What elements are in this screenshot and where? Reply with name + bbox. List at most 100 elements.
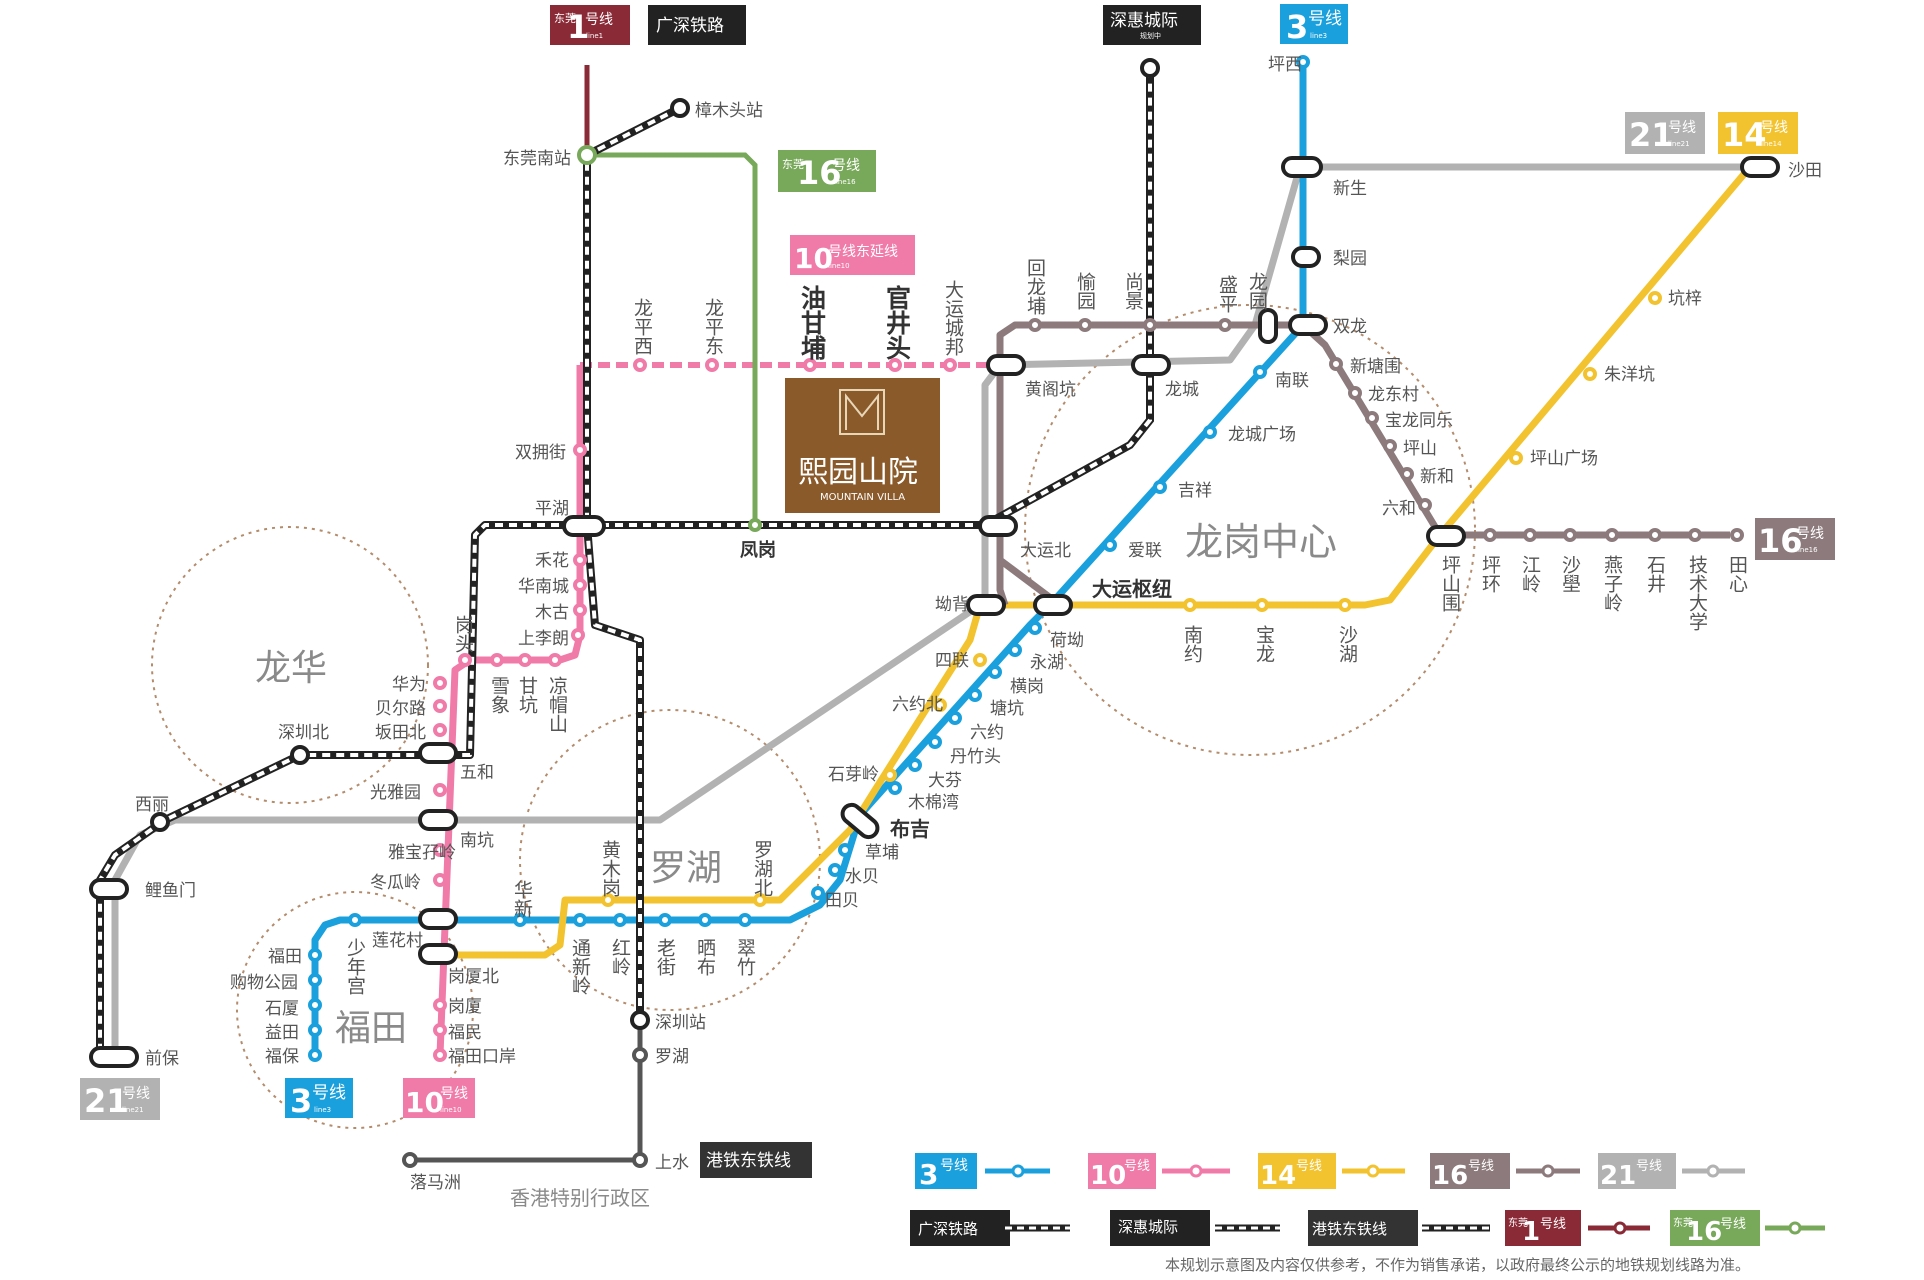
rail-shenhui-end[interactable]	[1140, 58, 1160, 78]
ic-gangxiabei[interactable]	[418, 943, 458, 965]
dot-danzhutou[interactable]	[928, 735, 942, 749]
rail-dongguannan[interactable]	[577, 145, 597, 165]
dot-huawei[interactable]	[433, 676, 447, 690]
dot-baolong[interactable]	[1255, 598, 1269, 612]
dot-cuizhu[interactable]	[738, 913, 752, 927]
dot-jishudaxue[interactable]	[1688, 528, 1702, 542]
dot-fumin[interactable]	[433, 1023, 447, 1037]
rail-luohu[interactable]	[632, 1047, 648, 1063]
dot-shengping[interactable]	[1218, 318, 1232, 332]
dot-silian[interactable]	[973, 653, 987, 667]
dot-longchengguangchang[interactable]	[1203, 425, 1217, 439]
dot-luohubei[interactable]	[753, 893, 767, 907]
dot-tongxinling[interactable]	[573, 913, 587, 927]
dot-yuyuan[interactable]	[1078, 318, 1092, 332]
dot-shaibu[interactable]	[698, 913, 712, 927]
dot-xuexiang[interactable]	[490, 653, 504, 667]
dot-dafen[interactable]	[908, 758, 922, 772]
ic-dayunbei[interactable]	[978, 515, 1018, 537]
dot-longdongcun[interactable]	[1348, 386, 1362, 400]
dot-beiersi[interactable]	[433, 699, 447, 713]
rail-shenzhenzhan[interactable]	[630, 1010, 650, 1030]
dot-youganpu[interactable]	[803, 358, 817, 372]
dot-gouwugongyuan[interactable]	[308, 973, 322, 987]
dot-huanancheng[interactable]	[573, 578, 587, 592]
dot-shaoniangong[interactable]	[348, 913, 362, 927]
dot-tianbei[interactable]	[811, 886, 825, 900]
ic-pingshanwei[interactable]	[1426, 525, 1466, 547]
dot-bantianbei[interactable]	[433, 723, 447, 737]
dot-liuyuebei[interactable]	[933, 698, 947, 712]
dot-shahu[interactable]	[1338, 598, 1352, 612]
dot-longpingdong[interactable]	[705, 358, 719, 372]
dot-mugu[interactable]	[573, 603, 587, 617]
dot-huaxin[interactable]	[513, 913, 527, 927]
dot-xintangwei[interactable]	[1329, 357, 1343, 371]
dot-fenggang[interactable]	[748, 518, 762, 532]
ic-wuhe[interactable]	[418, 742, 458, 764]
dot-pinghuan[interactable]	[1483, 528, 1497, 542]
dot-laojie[interactable]	[658, 913, 672, 927]
ic-qianbao[interactable]	[89, 1046, 139, 1068]
dot-nanlian[interactable]	[1253, 365, 1267, 379]
dot-zhuyangkeng[interactable]	[1583, 367, 1597, 381]
ic-shatian[interactable]	[1740, 156, 1780, 178]
dot-shiyaling[interactable]	[883, 768, 897, 782]
property-box[interactable]: 熙园山院 MOUNTAIN VILLA	[785, 378, 940, 513]
dot-liuhe[interactable]	[1418, 498, 1432, 512]
dot-liangmaoshan[interactable]	[548, 653, 562, 667]
dot-baolongtongle[interactable]	[1365, 411, 1379, 425]
rail-shenzhenbei[interactable]	[290, 745, 310, 765]
rail-zhangmutou[interactable]	[670, 98, 690, 118]
dot-gangxia[interactable]	[433, 998, 447, 1012]
dot-shuibei[interactable]	[828, 863, 842, 877]
dot-pingxi[interactable]	[1296, 55, 1310, 69]
rail-xili[interactable]	[150, 812, 170, 832]
dot-huilongpu[interactable]	[1028, 318, 1042, 332]
ic-longcheng[interactable]	[1131, 354, 1171, 376]
dot-caopu[interactable]	[838, 843, 852, 857]
dot-futiankouan[interactable]	[433, 1048, 447, 1062]
dot-yonghu[interactable]	[1008, 643, 1022, 657]
ic-pinghu[interactable]	[562, 515, 606, 537]
ic-aobei[interactable]	[966, 594, 1006, 616]
dot-hongling[interactable]	[613, 913, 627, 927]
dot-guanjingtou[interactable]	[888, 358, 902, 372]
dot-shangjing[interactable]	[1143, 318, 1157, 332]
dot-huangmugang[interactable]	[601, 893, 615, 907]
dot-shijing[interactable]	[1648, 528, 1662, 542]
dot-jiangling[interactable]	[1523, 528, 1537, 542]
dot-guangyayuan[interactable]	[433, 783, 447, 797]
dot-kengzi[interactable]	[1648, 291, 1662, 305]
ic-xinsheng[interactable]	[1281, 156, 1323, 178]
rail-shangshui[interactable]	[632, 1152, 648, 1168]
dot-fubao[interactable]	[308, 1048, 322, 1062]
dot-liuyue[interactable]	[948, 711, 962, 725]
dot-nanyue[interactable]	[1183, 598, 1197, 612]
ic-huanggekeng[interactable]	[986, 354, 1026, 376]
rail-luomazhou[interactable]	[402, 1152, 418, 1168]
dot-yitian[interactable]	[308, 1023, 322, 1037]
dot-ailian[interactable]	[1103, 538, 1117, 552]
dot-hebao[interactable]	[1028, 621, 1042, 635]
dot-jixiang[interactable]	[1153, 480, 1167, 494]
dot-tangkeng[interactable]	[968, 688, 982, 702]
dot-yanziling[interactable]	[1605, 528, 1619, 542]
dot-mumianwan[interactable]	[888, 781, 902, 795]
ic-shuanglong[interactable]	[1288, 314, 1328, 336]
dot-longpingxi[interactable]	[633, 358, 647, 372]
ic-dayun[interactable]	[1033, 594, 1073, 616]
dot-pingshan[interactable]	[1383, 439, 1397, 453]
dot-gankeng[interactable]	[518, 653, 532, 667]
dot-shangliliang[interactable]	[571, 628, 585, 642]
dot-xinhe[interactable]	[1400, 467, 1414, 481]
dot-shixia[interactable]	[308, 998, 322, 1012]
dot-dongualing[interactable]	[433, 873, 447, 887]
dot-hehua[interactable]	[573, 553, 587, 567]
ic-lianhuacun[interactable]	[418, 908, 458, 930]
ic-buji[interactable]	[839, 801, 881, 841]
ic-longyuan[interactable]	[1258, 308, 1278, 344]
ic-nankeng[interactable]	[418, 809, 458, 831]
dot-futian[interactable]	[308, 948, 322, 962]
dot-dayunchengbang[interactable]	[943, 358, 957, 372]
